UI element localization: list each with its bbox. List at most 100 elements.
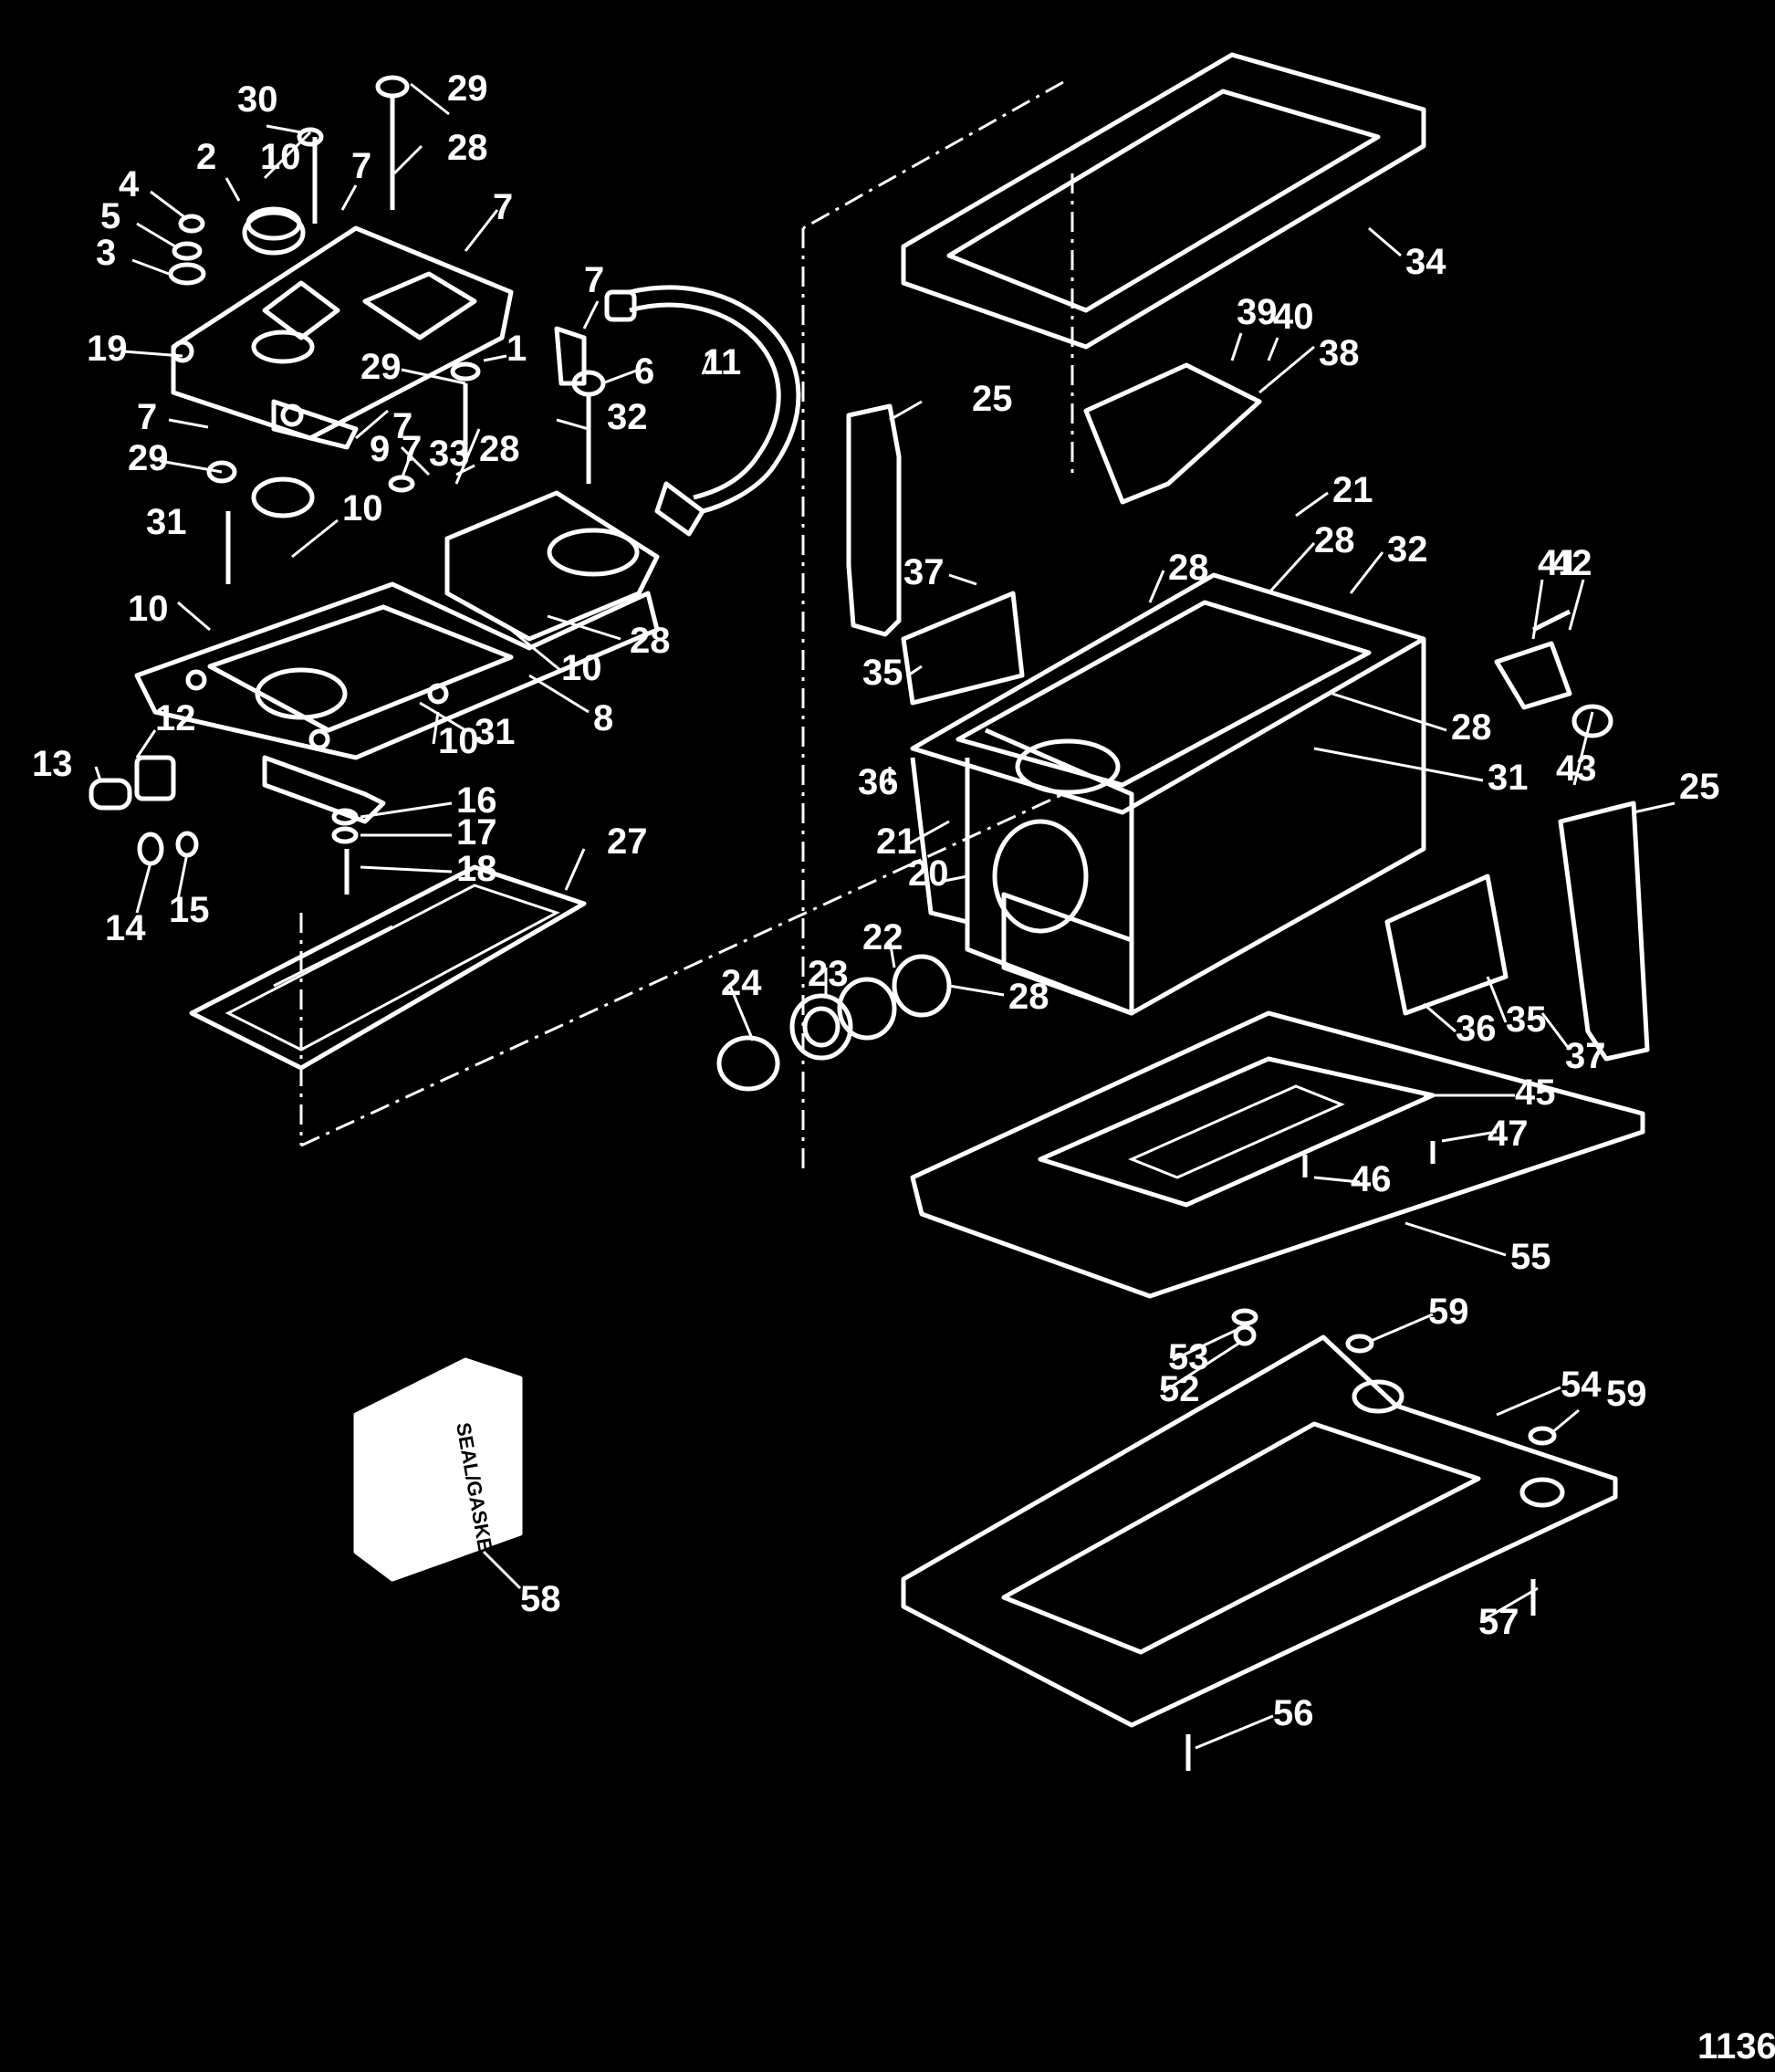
callout-29: 29	[128, 438, 169, 478]
callout-labels: 3029210728453771119162977973229332831101…	[32, 68, 1720, 1750]
callout-leader	[1267, 337, 1279, 361]
callout-7: 7	[584, 260, 604, 300]
callout-leader	[1441, 1130, 1498, 1143]
callout-leader	[159, 459, 223, 474]
callout-59: 59	[1606, 1374, 1647, 1414]
callout-leader	[291, 518, 339, 559]
callout-10: 10	[260, 137, 301, 177]
small-hardware-right	[1185, 1141, 1557, 1771]
callout-57: 57	[1478, 1602, 1519, 1642]
callout-47: 47	[1488, 1114, 1529, 1154]
callout-5: 5	[100, 196, 120, 236]
callout-35: 35	[862, 653, 903, 693]
callout-29: 29	[360, 347, 402, 387]
exhaust-housing	[910, 572, 1426, 1016]
callout-leader	[168, 418, 209, 429]
callout-32: 32	[1387, 529, 1428, 570]
callout-leader	[1633, 801, 1676, 814]
callout-7: 7	[137, 397, 157, 437]
callout-38: 38	[1319, 333, 1360, 373]
cover-plate-upper	[901, 591, 1025, 706]
callout-leader	[419, 701, 466, 732]
callout-7: 7	[351, 146, 371, 186]
callout-56: 56	[1273, 1693, 1314, 1733]
callout-leader	[948, 573, 977, 586]
callout-25: 25	[1679, 767, 1720, 807]
callout-leader	[728, 985, 755, 1041]
callout-45: 45	[1515, 1073, 1556, 1113]
callout-leader	[556, 418, 590, 431]
callout-leader	[701, 351, 714, 375]
callout-leader	[948, 984, 1005, 997]
callout-28: 28	[1008, 977, 1049, 1017]
callout-leader	[401, 368, 466, 385]
gasket-plate	[189, 864, 587, 1071]
callout-leader	[1331, 692, 1447, 732]
baffle	[1083, 362, 1262, 505]
callout-leader	[135, 862, 152, 914]
callout-leader	[410, 82, 450, 116]
callout-leader	[944, 874, 968, 883]
callout-leader	[1349, 551, 1384, 594]
callout-4: 4	[119, 164, 140, 204]
ride-plate	[901, 1334, 1618, 1728]
callout-leader	[1551, 1408, 1580, 1435]
callout-14: 14	[105, 908, 146, 948]
callout-leader	[432, 711, 440, 745]
callout-9: 9	[370, 429, 390, 469]
callout-37: 37	[1565, 1036, 1606, 1076]
callout-leader	[176, 853, 189, 900]
callout-7: 7	[493, 187, 513, 227]
adapter-plate	[171, 225, 514, 450]
callout-23: 23	[808, 954, 849, 994]
callout-10: 10	[342, 488, 383, 528]
callout-leader	[392, 144, 423, 175]
callout-leader	[136, 222, 176, 248]
callout-leader	[464, 209, 499, 252]
callout-leader	[150, 190, 188, 221]
callout-15: 15	[169, 890, 210, 930]
callout-58: 58	[520, 1579, 561, 1619]
callout-leader	[1230, 332, 1243, 361]
callout-11: 11	[703, 342, 741, 382]
callout-31: 31	[475, 712, 516, 752]
callout-leader	[1404, 1221, 1507, 1257]
callout-7: 7	[392, 406, 412, 446]
callout-leader	[1313, 747, 1484, 782]
callout-leader	[582, 300, 600, 330]
callout-leader	[122, 350, 183, 358]
callout-leader	[601, 368, 640, 385]
callout-leader	[510, 628, 562, 673]
callout-leader	[1423, 1002, 1457, 1033]
callout-28: 28	[447, 128, 488, 168]
callout-leader	[266, 124, 302, 134]
callout-leader	[400, 442, 417, 480]
callout-leader	[454, 428, 481, 485]
callout-leader	[1368, 1313, 1434, 1344]
callout-28: 28	[1451, 707, 1492, 748]
callout-leader	[1540, 1012, 1571, 1051]
seal-gasket-set-box: SEAL/GASKET SET	[353, 1357, 523, 1610]
cover-plate-lower	[1384, 874, 1509, 1016]
callout-leader	[94, 766, 102, 781]
mount-plate	[1494, 609, 1613, 738]
callout-8: 8	[593, 698, 613, 738]
callout-leader	[360, 801, 453, 819]
callout-leader	[888, 939, 896, 968]
callout-46: 46	[1351, 1159, 1392, 1199]
callout-36: 36	[858, 762, 899, 802]
small-hardware-left	[89, 755, 359, 895]
bracket-left	[846, 403, 902, 637]
callout-leader	[1568, 579, 1585, 631]
callout-leader	[1258, 345, 1315, 394]
callout-28: 28	[1168, 548, 1209, 588]
callout-17: 17	[456, 812, 497, 853]
callout-leader	[131, 258, 170, 276]
callout-20: 20	[908, 853, 949, 894]
callout-leader	[547, 614, 621, 641]
callout-leader	[1172, 1322, 1251, 1362]
callout-28: 28	[1314, 520, 1355, 560]
bracket-right	[1558, 801, 1650, 1062]
callout-55: 55	[1510, 1237, 1551, 1277]
